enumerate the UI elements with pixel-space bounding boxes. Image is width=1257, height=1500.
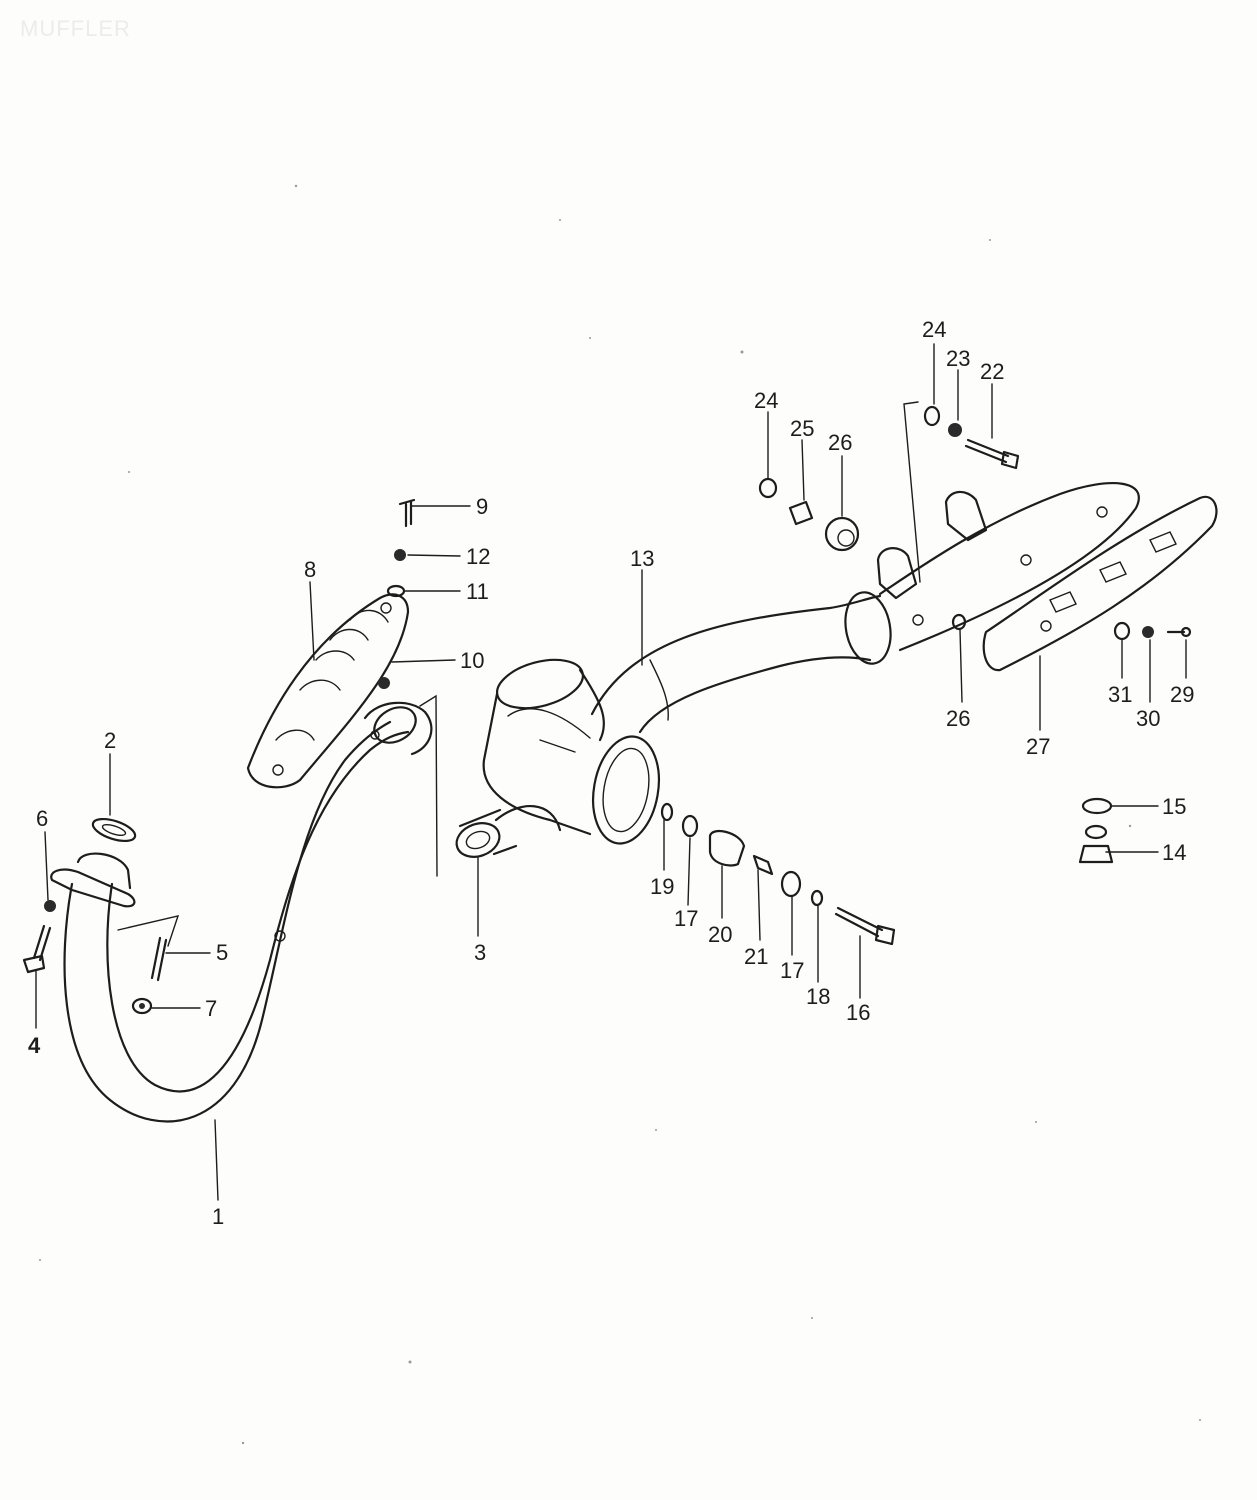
callout-30: 30: [1136, 706, 1160, 731]
callout-24a: 24: [922, 317, 946, 342]
callout-22: 22: [980, 359, 1004, 384]
washer-part-24a: [923, 405, 941, 427]
bolt-part-16: [834, 906, 896, 946]
callout-24b: 24: [754, 388, 778, 413]
callout-10: 10: [460, 648, 484, 673]
muffler-body-part-13: [482, 482, 1140, 845]
leader-lines: [35, 343, 1187, 1201]
scan-specks: [39, 184, 1201, 1445]
callout-31: 31: [1108, 682, 1132, 707]
stud-part-5: [117, 915, 180, 982]
callout-25: 25: [790, 416, 814, 441]
callout-8: 8: [304, 557, 316, 582]
screw-part-9: [398, 498, 416, 528]
bushing-part-20: [708, 829, 746, 867]
callout-4: 4: [28, 1033, 41, 1058]
watermark-muffler: MUFFLER: [20, 16, 131, 41]
callout-27: 27: [1026, 734, 1050, 759]
nut-part-7: [131, 997, 153, 1015]
callout-17b: 17: [780, 958, 804, 983]
washer-part-19: [660, 802, 674, 822]
nut-part-6: [44, 900, 56, 912]
screw-part-29: [1166, 626, 1192, 638]
washer-part-17b: [780, 870, 802, 898]
bolt-part-22: [964, 438, 1020, 470]
nut-part-18: [810, 889, 824, 907]
heat-shield-part-8: [246, 593, 410, 789]
callout-12: 12: [466, 544, 490, 569]
drain-plug-part-14: [1078, 824, 1114, 864]
callout-labels: 1 2 3 4 5 6 7 8 9 10 11 12 13 14 15 16 1…: [28, 317, 1194, 1229]
callout-7: 7: [205, 996, 217, 1021]
callout-13: 13: [630, 546, 654, 571]
gasket-part-2: [91, 817, 137, 843]
nut-part-23: [948, 423, 962, 437]
washer-part-24b: [758, 477, 778, 499]
callout-5: 5: [216, 940, 228, 965]
callout-18: 18: [806, 984, 830, 1009]
nut-part-10: [378, 677, 390, 689]
callout-15: 15: [1162, 794, 1186, 819]
washer-part-31: [1113, 621, 1131, 641]
bushing-part-26a: [824, 516, 860, 552]
exhaust-header-pipe: [50, 701, 433, 1123]
callout-17a: 17: [674, 906, 698, 931]
callout-6: 6: [36, 806, 48, 831]
collar-part-25: [788, 500, 814, 526]
nut-part-30: [1142, 626, 1154, 638]
callout-26a: 26: [828, 430, 852, 455]
callout-23: 23: [946, 346, 970, 371]
callout-26b: 26: [946, 706, 970, 731]
callout-9: 9: [476, 494, 488, 519]
callout-1: 1: [212, 1204, 224, 1229]
stud-part-4: [22, 924, 52, 974]
callout-11: 11: [466, 579, 489, 604]
callout-21: 21: [744, 944, 768, 969]
callout-14: 14: [1162, 840, 1186, 865]
callout-20: 20: [708, 922, 732, 947]
callout-3: 3: [474, 940, 486, 965]
washer-part-17a: [681, 814, 699, 838]
callout-2: 2: [104, 728, 116, 753]
muffler-guard-part-27: [982, 495, 1218, 672]
callout-19: 19: [650, 874, 674, 899]
washer-part-26b: [951, 613, 967, 631]
collar-part-21: [752, 854, 774, 876]
callout-29: 29: [1170, 682, 1194, 707]
washer-part-15: [1081, 797, 1113, 815]
nut-part-12: [394, 549, 406, 561]
callout-16: 16: [846, 1000, 870, 1025]
joint-part-3: [419, 694, 518, 877]
